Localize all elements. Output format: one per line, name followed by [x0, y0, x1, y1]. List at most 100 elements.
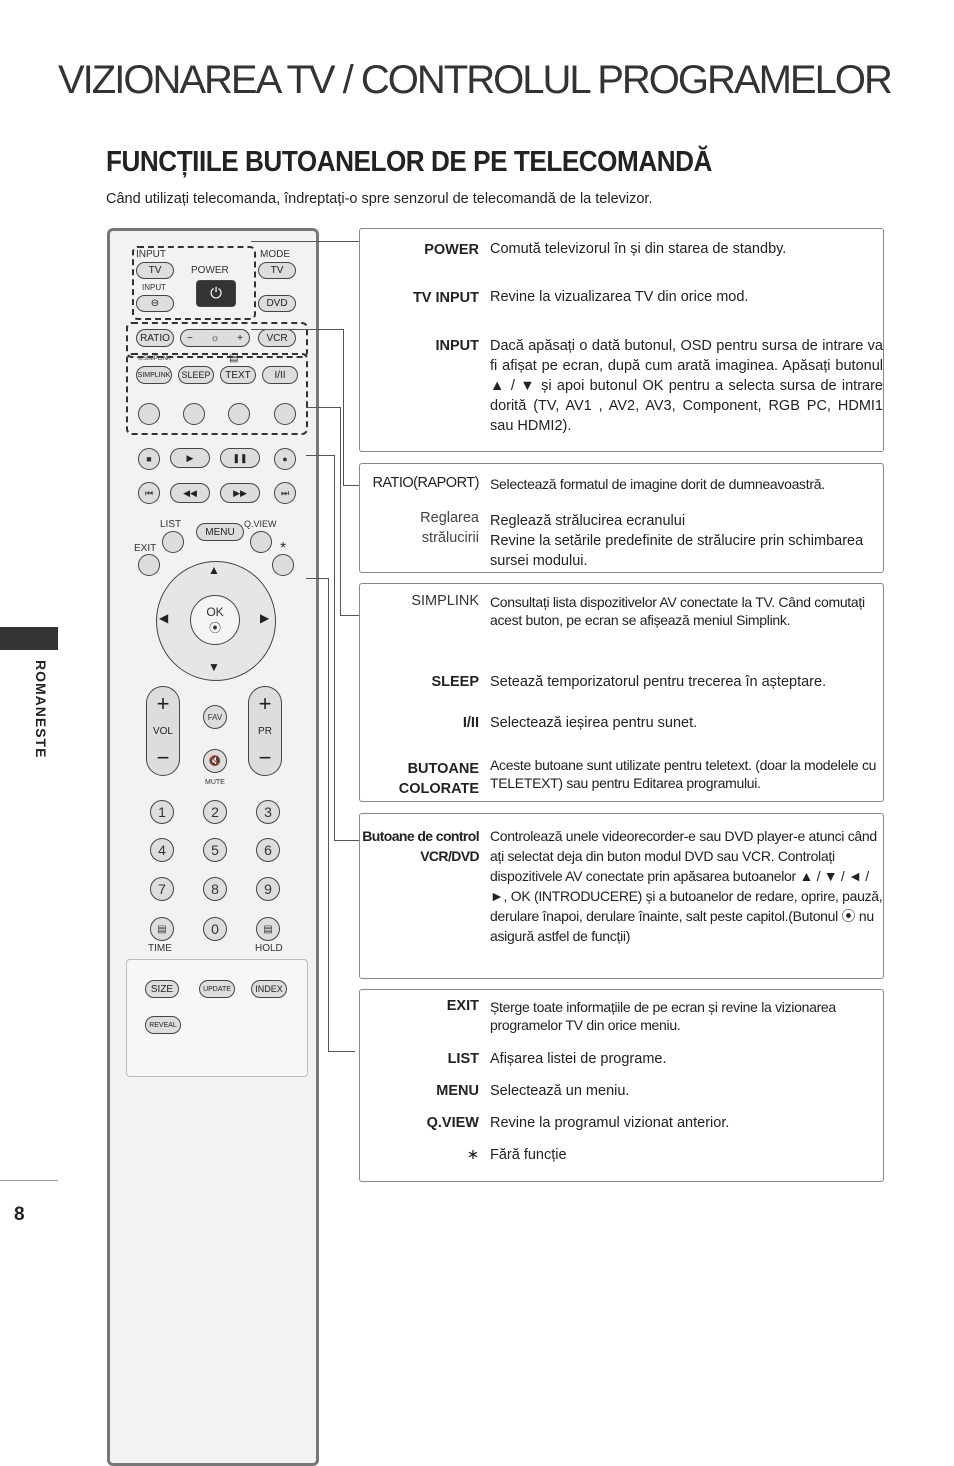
- index-button[interactable]: INDEX: [251, 980, 287, 998]
- page-rule: [0, 1180, 58, 1181]
- input-group-outline: [132, 246, 256, 320]
- mode-dvd-button[interactable]: DVD: [258, 295, 296, 312]
- rewind-button[interactable]: ◀◀: [170, 483, 210, 503]
- panel-simplink: SIMPLINK Consultați lista dispozitivelor…: [359, 583, 884, 802]
- ok-button[interactable]: OK ⦿: [190, 595, 240, 645]
- item-desc: Selectează formatul de imagine dorit de …: [490, 476, 825, 492]
- red-button[interactable]: [138, 403, 160, 425]
- item-key: SLEEP: [431, 674, 479, 690]
- right-arrow-icon[interactable]: ▶: [260, 611, 270, 625]
- ratio-group-outline: [126, 322, 308, 358]
- intro-text: Când utilizați telecomanda, îndreptați-o…: [106, 191, 653, 207]
- up-arrow-icon[interactable]: ▲: [208, 563, 220, 577]
- skip-back-icon: ⏮: [144, 487, 154, 498]
- reveal-button[interactable]: REVEAL: [145, 1016, 181, 1034]
- item-desc: Șterge toate informațiile de pe ecran și…: [490, 999, 836, 1033]
- size-button[interactable]: SIZE: [145, 980, 179, 998]
- program-down-icon: −: [258, 745, 272, 770]
- brightness-button[interactable]: − ☼ +: [180, 329, 250, 347]
- update-button[interactable]: UPDATE: [199, 980, 235, 998]
- input-button[interactable]: ⊖: [136, 295, 174, 312]
- play-button[interactable]: ▶: [170, 448, 210, 468]
- digit-button[interactable]: 1: [150, 800, 174, 824]
- fav-button[interactable]: FAV: [203, 705, 227, 729]
- hold-label: HOLD: [255, 943, 283, 954]
- ratio-button[interactable]: RATIO: [136, 329, 174, 347]
- item-desc: Setează temporizatorul pentru trecerea î…: [490, 674, 827, 690]
- blue-button[interactable]: [274, 403, 296, 425]
- teletext-panel: SIZE UPDATE INDEX REVEAL: [126, 959, 308, 1077]
- hold-button[interactable]: ▤: [256, 917, 280, 941]
- mute-button[interactable]: 🔇: [203, 749, 227, 773]
- digit-button[interactable]: 6: [256, 838, 280, 862]
- section-title: FUNCȚIILE BUTOANELOR DE PE TELECOMANDĂ: [106, 146, 712, 178]
- brightness-minus: −: [187, 332, 193, 344]
- mute-label: MUTE: [205, 779, 225, 786]
- item-desc: Reglează strălucirea ecranului Revine la…: [490, 513, 864, 569]
- time-label: TIME: [148, 943, 172, 954]
- fast-forward-button[interactable]: ▶▶: [220, 483, 260, 503]
- volume-up-icon: +: [156, 691, 170, 716]
- stop-button[interactable]: ■: [138, 448, 160, 470]
- program-rocker[interactable]: + PR −: [248, 686, 282, 776]
- i-ii-button[interactable]: I/II: [262, 366, 298, 384]
- exit-button[interactable]: [138, 554, 160, 576]
- item-key: EXIT: [446, 998, 479, 1014]
- left-arrow-icon[interactable]: ◀: [159, 611, 169, 625]
- sleep-button[interactable]: SLEEP: [178, 366, 214, 384]
- leader-line: [334, 455, 335, 840]
- digit-button[interactable]: 8: [203, 877, 227, 901]
- exit-label: EXIT: [134, 543, 157, 554]
- green-button[interactable]: [183, 403, 205, 425]
- mode-vcr-button[interactable]: VCR: [258, 329, 296, 347]
- remote-control: INPUT TV INPUT ⊖ POWER ⏻ MODE TV DVD RAT…: [107, 228, 319, 1466]
- item-key: MENU: [436, 1083, 479, 1099]
- item-key: TV INPUT: [412, 290, 479, 306]
- pause-icon: ❚❚: [232, 452, 248, 463]
- text-button[interactable]: TEXT: [220, 366, 256, 384]
- leader-line: [340, 407, 341, 615]
- item-key: Q.VIEW: [426, 1115, 479, 1131]
- leader-line: [334, 840, 359, 841]
- language-label: ROMANESTE: [33, 660, 49, 759]
- input-small-label: INPUT: [142, 283, 166, 292]
- item-desc: Dacă apăsați o dată butonul, OSD pentru …: [490, 338, 883, 434]
- star-button[interactable]: [272, 554, 294, 576]
- digit-button[interactable]: 2: [203, 800, 227, 824]
- digit-button[interactable]: 7: [150, 877, 174, 901]
- digit-button[interactable]: 5: [203, 838, 227, 862]
- down-arrow-icon[interactable]: ▼: [208, 660, 220, 674]
- leader-line: [343, 329, 344, 485]
- tv-input-button[interactable]: TV: [136, 262, 174, 279]
- item-desc: Consultați lista dispozitivelor AV conec…: [490, 594, 865, 628]
- record-button[interactable]: ●: [274, 448, 296, 470]
- qview-button[interactable]: [250, 531, 272, 553]
- pause-button[interactable]: ❚❚: [220, 448, 260, 468]
- side-tab: [0, 627, 58, 650]
- mode-tv-button[interactable]: TV: [258, 262, 296, 279]
- skip-forward-icon: ⏭: [280, 487, 290, 498]
- brightness-plus: +: [237, 332, 243, 344]
- teletext-time-icon: ▤: [157, 923, 167, 935]
- pr-label: PR: [258, 725, 272, 737]
- digit-button[interactable]: 4: [150, 838, 174, 862]
- menu-button[interactable]: MENU: [196, 523, 244, 541]
- volume-rocker[interactable]: + VOL −: [146, 686, 180, 776]
- power-button[interactable]: ⏻: [196, 280, 236, 307]
- digit-button[interactable]: 0: [203, 917, 227, 941]
- yellow-button[interactable]: [228, 403, 250, 425]
- qview-label: Q.VIEW: [244, 519, 277, 529]
- time-button[interactable]: ▤: [150, 917, 174, 941]
- item-key: RATIO(RAPORT): [372, 475, 479, 491]
- item-desc: Revine la programul vizionat anterior.: [490, 1115, 730, 1131]
- panel-vcr-dvd: Butoane de control VCR/DVD Controlează u…: [359, 813, 884, 979]
- skip-forward-button[interactable]: ⏭: [274, 482, 296, 504]
- list-button[interactable]: [162, 531, 184, 553]
- simplink-button[interactable]: SIMPLINK: [136, 366, 172, 384]
- ok-dot-icon: ⦿: [208, 620, 221, 635]
- input-label: INPUT: [136, 249, 166, 260]
- skip-back-button[interactable]: ⏮: [138, 482, 160, 504]
- digit-button[interactable]: 9: [256, 877, 280, 901]
- item-key: SIMPLINK: [411, 593, 479, 609]
- digit-button[interactable]: 3: [256, 800, 280, 824]
